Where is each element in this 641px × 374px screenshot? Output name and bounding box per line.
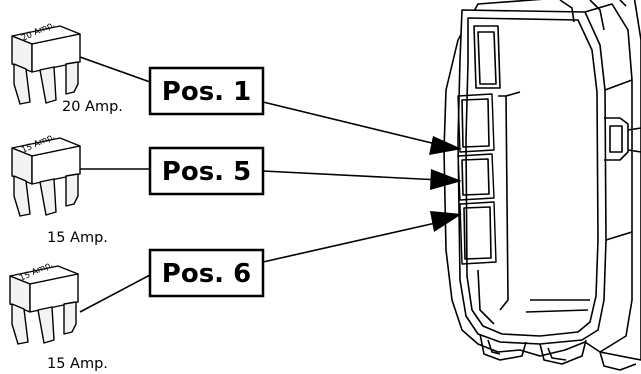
callout-pos-6: Pos. 6 bbox=[148, 248, 265, 298]
callout-label: Pos. 6 bbox=[162, 259, 251, 289]
fuse-slot-pos-1 bbox=[457, 93, 495, 153]
arrowheads bbox=[429, 136, 462, 232]
callout-label: Pos. 1 bbox=[162, 77, 251, 107]
fuse-caption: 20 Amp. bbox=[62, 99, 123, 115]
fuse-slot-pos-5 bbox=[457, 153, 495, 201]
blade-fuse-15-amp: 15 Amp. bbox=[9, 260, 79, 345]
arrowhead-pos-5 bbox=[430, 169, 462, 190]
leader-lines bbox=[79, 56, 441, 313]
callout-pos-5: Pos. 5 bbox=[148, 146, 265, 196]
leader-pos6-to-slot bbox=[262, 221, 441, 263]
arrowhead-pos-1 bbox=[429, 136, 462, 155]
leader-pos1-to-slot bbox=[262, 101, 441, 146]
callout-pos-1: Pos. 1 bbox=[148, 66, 265, 116]
fuse-caption: 15 Amp. bbox=[47, 230, 108, 246]
arrowhead-pos-6 bbox=[430, 211, 462, 232]
fuse-box-housing bbox=[443, 0, 641, 371]
fuse-caption: 15 Amp. bbox=[47, 356, 108, 372]
callout-label: Pos. 5 bbox=[162, 157, 251, 187]
leader-fuse1-to-pos1 bbox=[79, 56, 151, 83]
leader-fuse3-to-pos6 bbox=[79, 274, 151, 313]
leader-pos5-to-slot bbox=[262, 170, 441, 181]
fuse-slot-pos-6 bbox=[459, 201, 497, 265]
blade-fuse-20-amp: 20 Amp. bbox=[11, 20, 81, 105]
blade-fuse-15-amp: 15 Amp. bbox=[11, 132, 81, 217]
